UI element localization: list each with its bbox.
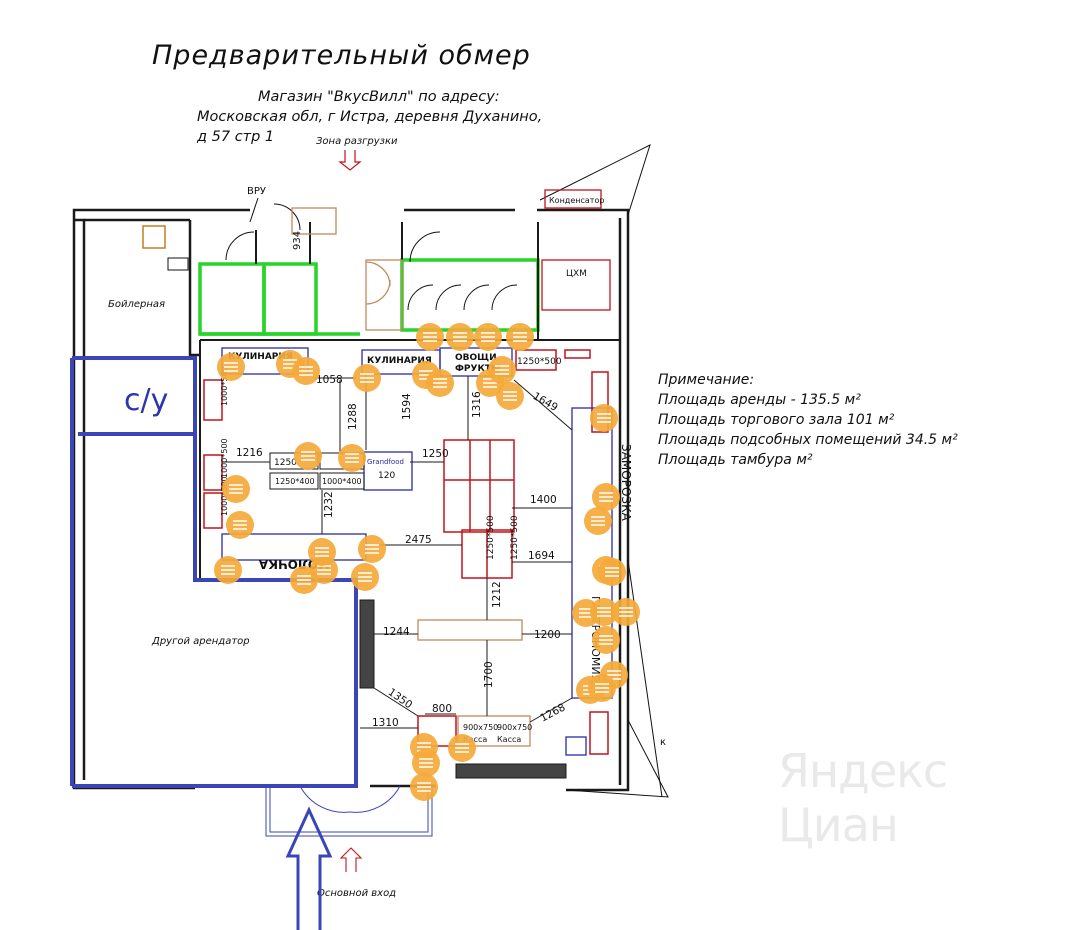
dim-1694: 1694 <box>528 550 555 562</box>
kulinariya-right-label: КУЛИНАРИЯ <box>367 356 432 366</box>
sink-icon <box>167 257 189 271</box>
ovoshchi-label: ОВОЩИ <box>455 353 497 363</box>
address-line-3: д 57 стр 1 <box>197 129 275 145</box>
cold-room-doors <box>225 203 518 311</box>
unloading-arrow <box>338 150 362 171</box>
entrance-arrow <box>339 847 363 872</box>
rack-1250x500-a: 1250*500 <box>486 515 496 560</box>
note-vestibule-area: Площадь тамбура м² <box>658 452 813 468</box>
dim-2475: 2475 <box>405 534 432 546</box>
dim-1058: 1058 <box>316 374 343 386</box>
kassa-label-1: Касса <box>463 735 487 744</box>
address-line-2: Московская обл, г Истра, деревня Духанин… <box>197 109 543 125</box>
green-rooms <box>198 258 540 336</box>
vru-label: ВРУ <box>247 186 266 197</box>
zamorozka-label: ЗАМОРОЗКА <box>619 444 633 522</box>
boiler-room-label: Бойлерная <box>108 299 165 310</box>
kulinariya-left-label: КУЛИНАРИЯ <box>228 352 293 362</box>
entrance-big-arrow <box>285 806 333 930</box>
dim-1212: 1212 <box>491 581 503 608</box>
checkout-area <box>359 599 567 779</box>
dim-1216: 1216 <box>236 447 263 459</box>
dim-934: 934 <box>292 231 303 250</box>
main-entrance-label: Основной вход <box>317 888 396 899</box>
note-sales-area: Площадь торгового зала 101 м² <box>658 412 895 428</box>
dimension-lines <box>222 374 573 729</box>
tan-elements <box>291 207 531 747</box>
note-header: Примечание: <box>658 372 755 388</box>
construction-lines <box>539 144 669 798</box>
island-number: 120 <box>378 471 395 481</box>
entrance-vestibule <box>265 785 433 837</box>
island-brand: Grandfood <box>367 458 404 466</box>
photo-markers <box>214 323 640 801</box>
other-tenant-label: Другой арендатор <box>151 636 250 647</box>
dim-1232: 1232 <box>323 491 335 518</box>
dim-1268: 1268 <box>538 701 567 724</box>
dim-1288: 1288 <box>347 403 359 430</box>
condenser-label: Конденсатор <box>549 196 604 205</box>
dim-800: 800 <box>432 703 452 715</box>
dim-1316: 1316 <box>471 391 483 418</box>
rack-1000x500-b: 1000*500 <box>220 438 229 478</box>
note-rent-area: Площадь аренды - 135.5 м² <box>658 392 861 408</box>
kassa-size-1: 900х750 <box>463 723 498 732</box>
tskhm-room <box>541 259 611 311</box>
note-aux-area: Площадь подсобных помещений 34.5 м² <box>658 432 958 448</box>
inner-walls <box>199 222 620 580</box>
frukty-label: ФРУКТЫ <box>455 364 500 374</box>
boiler-icon <box>142 225 166 249</box>
dim-1594: 1594 <box>401 393 413 420</box>
rack-1250x500-b: 1250*500 <box>510 515 520 560</box>
dim-1244: 1244 <box>383 626 410 638</box>
rack-1000x500-a: 1000*500 <box>220 366 229 406</box>
su-label: с/у <box>124 383 168 418</box>
dim-1700: 1700 <box>483 661 495 688</box>
condenser-box <box>544 189 602 209</box>
dim-1649: 1649 <box>531 390 560 414</box>
rack-1000x400: 1000*400 <box>322 477 362 486</box>
marker-k: к <box>660 737 666 748</box>
kassa-size-2: 900х750 <box>497 723 532 732</box>
rack-1250x400: 1250*400 <box>275 477 315 486</box>
dim-1200: 1200 <box>534 629 561 641</box>
watermark: Яндекс Циан <box>778 744 948 852</box>
dim-1310: 1310 <box>372 717 399 729</box>
unloading-zone-label: Зона разгрузки <box>316 136 398 147</box>
tenant-overlay <box>70 356 358 788</box>
rack-1250: 1250 <box>274 458 297 468</box>
plan-title: Предварительный обмер <box>152 40 531 71</box>
rack-1250x500-top: 1250*500 <box>517 357 562 367</box>
dim-1250: 1250 <box>422 448 449 460</box>
address-line-1: Магазин "ВкусВилл" по адресу: <box>258 89 500 105</box>
dim-1400: 1400 <box>530 494 557 506</box>
dim-1350: 1350 <box>386 686 415 711</box>
tskhm-label: ЦХМ <box>566 269 587 279</box>
kassa-label-2: Касса <box>497 735 521 744</box>
